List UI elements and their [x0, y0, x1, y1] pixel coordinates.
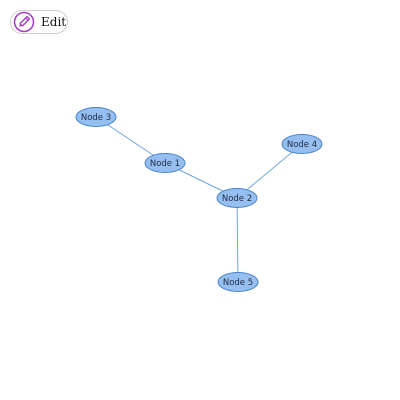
graph-node-n5[interactable]: Node 5 — [217, 272, 259, 292]
node-label: Node 2 — [222, 194, 252, 204]
graph-node-n3[interactable]: Node 3 — [75, 107, 117, 127]
node-label: Node 5 — [223, 278, 253, 288]
node-shape[interactable] — [75, 107, 117, 127]
graph-node-n2[interactable]: Node 2 — [216, 188, 258, 208]
nodes-layer: Node 3 Node 1 Node 4 Node 2 Node 5 — [75, 107, 323, 292]
node-shape[interactable] — [217, 272, 259, 292]
edge-n2-n5 — [236, 197, 239, 283]
edit-button[interactable]: Edit — [10, 10, 68, 34]
pencil-icon — [13, 11, 35, 33]
node-shape[interactable] — [281, 134, 323, 154]
graph-node-n4[interactable]: Node 4 — [281, 134, 323, 154]
node-shape[interactable] — [216, 188, 258, 208]
node-label: Node 1 — [150, 159, 180, 169]
edit-label: Edit — [41, 15, 67, 29]
node-label: Node 4 — [287, 140, 317, 150]
node-shape[interactable] — [144, 153, 186, 173]
edge-n4-n2 — [236, 143, 303, 199]
edges-layer — [95, 116, 303, 283]
node-label: Node 3 — [81, 113, 111, 123]
graph-node-n1[interactable]: Node 1 — [144, 153, 186, 173]
